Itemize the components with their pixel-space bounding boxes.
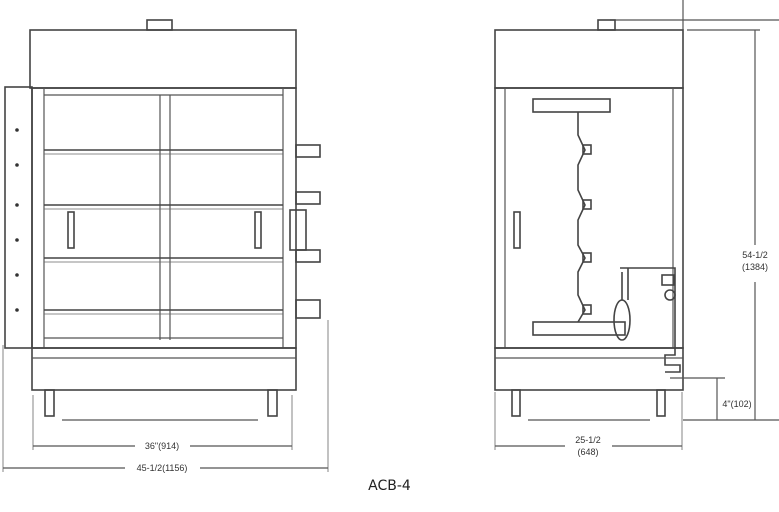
control-panel: [4, 86, 33, 349]
leg: [511, 389, 521, 417]
side-hood: [494, 29, 684, 89]
dim-overall-width: 45-1/2(1156): [137, 463, 188, 473]
door-handle-right: [254, 211, 262, 249]
model-title: ACB-4: [368, 478, 411, 494]
side-door-handle: [513, 211, 521, 249]
spit-bar-bottom: [532, 321, 626, 336]
dim-height-metric: (1384): [742, 262, 768, 272]
spit-bar-top: [532, 98, 611, 113]
front-cabinet: [31, 87, 297, 349]
front-hood: [29, 29, 297, 89]
leg: [267, 389, 278, 417]
control-knobs: [15, 128, 19, 312]
dim-height: 54-1/2: [742, 250, 768, 260]
door-handle-left: [67, 211, 75, 249]
gas-pipe: [613, 267, 681, 373]
front-view: [2, 19, 329, 472]
dim-depth: 25-1/2: [575, 435, 601, 445]
side-top-vent: [597, 19, 616, 31]
front-top-vent: [146, 19, 173, 31]
leg: [656, 389, 666, 417]
leg: [44, 389, 55, 417]
dim-inner-width: 36"(914): [145, 441, 179, 451]
side-cabinet: [494, 87, 684, 349]
spit-handles: [289, 144, 321, 319]
front-base: [31, 347, 297, 391]
side-base: [494, 347, 684, 391]
spit: [577, 112, 586, 323]
shelves: [44, 149, 283, 339]
side-view: [494, 0, 779, 450]
spit-clamps: [582, 144, 592, 315]
dim-depth-metric: (648): [577, 447, 598, 457]
dim-leg-height: 4"(102): [722, 399, 751, 409]
